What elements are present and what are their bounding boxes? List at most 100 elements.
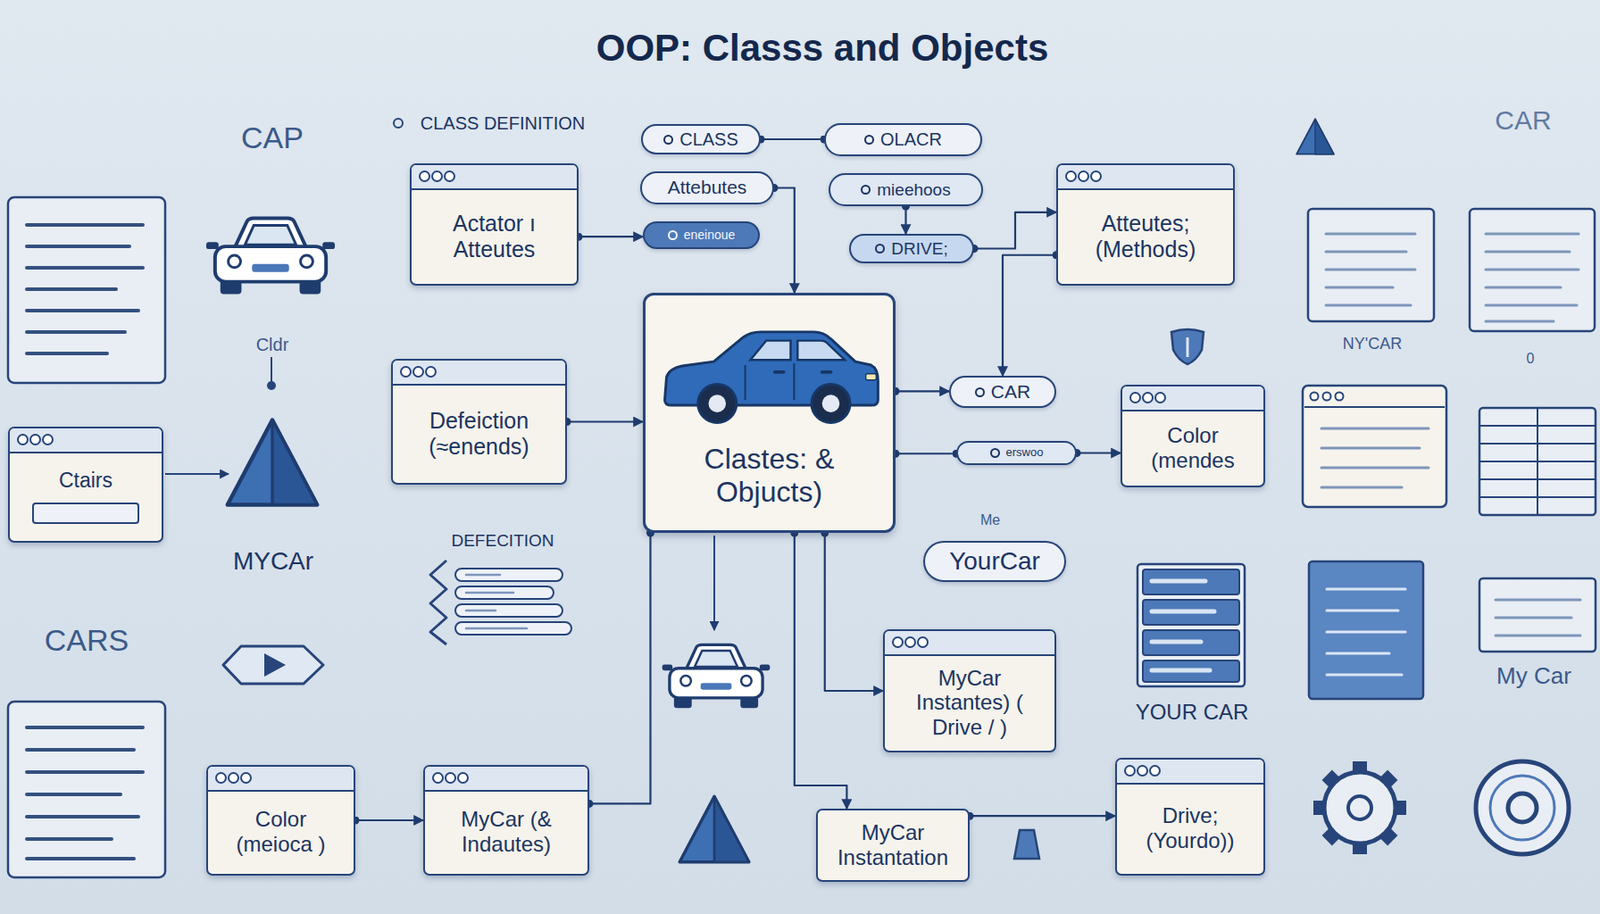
play-icon xyxy=(264,653,286,677)
free-label: Cldr xyxy=(256,334,290,355)
triangle-icon xyxy=(1296,118,1334,154)
node-text: Clastes: & Objucts) xyxy=(656,442,883,509)
node-text: CLASS xyxy=(679,129,739,150)
car-icon xyxy=(662,644,771,709)
main-panel: Clastes: & Objucts) xyxy=(642,292,896,534)
bracket-list xyxy=(466,575,527,629)
document-panel xyxy=(1325,233,1416,306)
gear-icon xyxy=(1348,796,1372,820)
window-dot xyxy=(425,366,437,378)
triangle-icon xyxy=(227,420,317,506)
document-panel xyxy=(26,727,143,859)
document-panel xyxy=(1308,208,1434,322)
free-label: Me xyxy=(980,512,1000,529)
node-text: OLACR xyxy=(880,129,942,150)
shield-icon xyxy=(1171,329,1204,365)
node-text: MyCar Instantation xyxy=(826,820,959,870)
car-illustration xyxy=(665,332,879,424)
window-dot xyxy=(432,772,444,784)
pill-tag: YourCar xyxy=(923,541,1067,583)
ring-icon xyxy=(1475,761,1569,855)
node-text: MyCar (& Indautes) xyxy=(433,807,579,857)
connector xyxy=(895,452,957,455)
connector xyxy=(794,533,848,809)
bullet-dot xyxy=(875,243,885,254)
free-label: CARS xyxy=(44,624,129,658)
node-text: DRIVE; xyxy=(891,239,948,259)
pill-tag: mieehoos xyxy=(828,173,984,207)
leader-line xyxy=(393,118,403,128)
window-dot xyxy=(444,772,457,784)
connector xyxy=(355,819,424,822)
node-text: Atteutes; (Methods) xyxy=(1066,210,1225,263)
bracket-list xyxy=(430,560,447,645)
title-bar xyxy=(392,360,566,386)
shield-icon xyxy=(1186,337,1190,358)
pill-tag: DRIVE; xyxy=(849,233,975,264)
window-dot xyxy=(891,636,904,649)
free-label: MYCAr xyxy=(233,548,314,576)
window-dot xyxy=(904,636,917,649)
shield-icon xyxy=(1171,329,1204,365)
table-panel xyxy=(1479,408,1596,516)
ring-icon xyxy=(1490,775,1555,841)
window-dot xyxy=(1129,391,1142,404)
connector xyxy=(969,815,1116,817)
free-label: NY'CAR xyxy=(1342,335,1402,354)
node-text: CAR xyxy=(991,381,1031,403)
filled-panel xyxy=(1308,561,1424,700)
node-text: Defeiction (≈enends) xyxy=(401,408,557,460)
trapezoid-icon xyxy=(1014,830,1040,859)
title-bar xyxy=(9,428,162,454)
filled-panel xyxy=(1308,561,1424,700)
gear-icon xyxy=(1324,772,1396,844)
leader-line xyxy=(270,357,273,382)
window-dot xyxy=(443,170,456,183)
pill-tag: OLACR xyxy=(824,123,983,157)
title-bar xyxy=(1122,386,1264,412)
bullet-dot xyxy=(663,134,674,145)
window-dot xyxy=(1090,170,1102,183)
window-box: MyCar Instantes) ( Drive / ) xyxy=(883,629,1057,753)
bullet-dot xyxy=(860,184,871,195)
stacked-bars xyxy=(1137,564,1245,687)
triangle-icon xyxy=(679,796,750,862)
filled-panel xyxy=(1326,589,1406,675)
diagram-title: OOP: Classs and Objects xyxy=(596,26,1050,70)
window-dot xyxy=(227,772,240,784)
window-dot xyxy=(1154,391,1167,404)
window-dot xyxy=(41,433,54,446)
window-box: Defeiction (≈enends) xyxy=(391,358,567,485)
connector xyxy=(1002,255,1057,376)
connector xyxy=(774,188,795,294)
window-panel xyxy=(1302,385,1447,508)
stacked-bars xyxy=(1151,581,1215,671)
pill-tag: eneinoue xyxy=(642,221,760,250)
plain-box: MyCar Instantation xyxy=(816,808,970,883)
node-text: mieehoos xyxy=(876,180,950,200)
connector xyxy=(760,138,825,141)
window-dot xyxy=(1136,765,1149,777)
leader-line xyxy=(165,473,229,475)
document-panel xyxy=(1495,600,1581,636)
window-panel xyxy=(1335,392,1344,401)
title-bar xyxy=(208,766,354,792)
bullet-dot xyxy=(667,230,678,241)
node-text: MyCar Instantes) ( Drive / ) xyxy=(893,666,1046,741)
title-bar xyxy=(425,766,588,792)
leader-line xyxy=(165,118,715,631)
pill-tag: erswoo xyxy=(956,441,1077,466)
window-dot xyxy=(412,366,425,378)
window-dot xyxy=(1065,170,1077,183)
window-box: Actator ı Atteutes xyxy=(409,163,579,286)
window-dot xyxy=(431,170,443,183)
car-icon xyxy=(206,218,335,295)
document-panel xyxy=(1485,233,1579,322)
free-label: CAR xyxy=(1494,105,1551,135)
bullet-dot xyxy=(975,387,985,398)
title-bar xyxy=(411,165,577,191)
window-box: MyCar (& Indautes) xyxy=(423,765,590,876)
window-panel xyxy=(1302,385,1447,508)
